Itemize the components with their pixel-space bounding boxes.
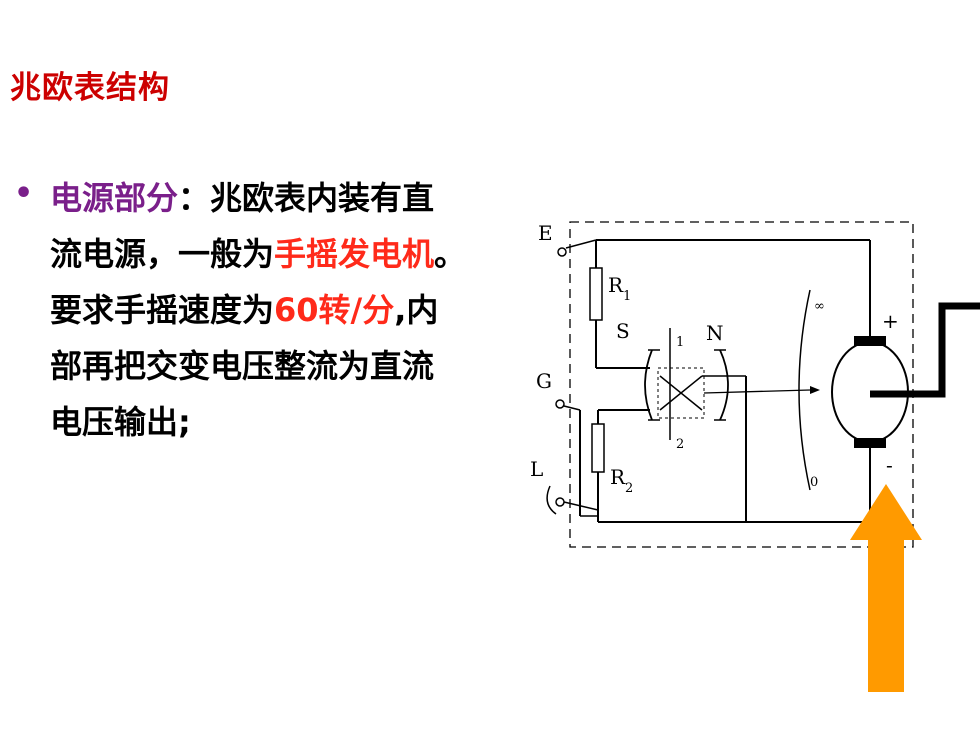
speed-highlight: 60转/分 xyxy=(274,291,395,329)
bullet-line-4: 部再把交变电压整流为直流 xyxy=(50,347,435,385)
generator-plus: + xyxy=(882,309,899,333)
generator-brush-top xyxy=(854,336,886,346)
bullet-line-3: 要求手摇速度为60转/分,内 xyxy=(50,282,534,338)
terminal-l-label: L xyxy=(530,457,543,481)
bullet-line-2-suffix: 。 xyxy=(434,235,467,273)
pointer-tip xyxy=(810,386,820,394)
terminal-g-circle xyxy=(555,399,565,409)
coil-1-label: 1 xyxy=(676,335,684,350)
power-section-label: 电源部分 xyxy=(50,179,179,217)
bullet-line-5: 电压输出; xyxy=(50,403,191,441)
wire-e-lead xyxy=(565,239,597,249)
terminal-e-circle xyxy=(557,247,567,257)
bullet-text: 电源部分：兆欧表内装有直 流电源，一般为手摇发电机。 要求手摇速度为60转/分,… xyxy=(50,170,534,450)
circuit-svg: E R 1 S G R 2 L 1 xyxy=(530,221,980,692)
s-label: S xyxy=(616,319,630,343)
terminal-g-label: G xyxy=(536,369,552,393)
resistor-r1 xyxy=(589,267,603,321)
resistor-r2 xyxy=(591,423,605,473)
coil-2-label: 2 xyxy=(676,437,684,452)
bullet-line-3-suffix: ,内 xyxy=(394,291,439,329)
bullet-dot: • xyxy=(14,176,34,211)
n-label: N xyxy=(706,321,724,345)
bullet-line-1: 电源部分：兆欧表内装有直 xyxy=(50,170,534,226)
bullet-line-1-text: ：兆欧表内装有直 xyxy=(178,179,435,217)
bullet-line-2: 流电源，一般为手摇发电机。 xyxy=(50,226,534,282)
bullet-line-3-prefix: 要求手摇速度为 xyxy=(50,291,275,329)
crank-handle xyxy=(870,302,980,398)
r1-subscript: 1 xyxy=(623,289,631,304)
wire-l-lead xyxy=(563,501,599,511)
r1-label: R xyxy=(608,273,624,297)
terminal-l-circle xyxy=(555,497,565,507)
coil-cross-b xyxy=(659,375,703,411)
bullet-line-2-prefix: 流电源，一般为 xyxy=(50,235,275,273)
r2-subscript: 2 xyxy=(625,481,633,496)
wire-g-lead xyxy=(563,405,581,411)
pointer-needle xyxy=(703,389,811,394)
indicator-arrow xyxy=(850,484,922,692)
bullet-block: • 电源部分：兆欧表内装有直 流电源，一般为手摇发电机。 要求手摇速度为60转/… xyxy=(14,170,534,450)
pole-n-right xyxy=(719,349,729,421)
generator-minus: - xyxy=(886,453,893,477)
meter-scale xyxy=(798,289,811,491)
dashed-enclosure xyxy=(569,221,914,548)
slide-title: 兆欧表结构 xyxy=(10,70,170,106)
hand-generator-highlight: 手摇发电机 xyxy=(274,235,435,273)
terminal-l-hook xyxy=(546,485,557,515)
r2-label: R xyxy=(610,465,626,489)
scale-zero: 0 xyxy=(810,475,818,490)
terminal-e-label: E xyxy=(538,221,553,245)
generator-brush-bottom xyxy=(854,438,886,448)
megohmmeter-circuit-diagram: E R 1 S G R 2 L 1 xyxy=(520,210,980,710)
scale-infinity: ∞ xyxy=(814,299,825,314)
pole-s-left xyxy=(644,349,653,421)
